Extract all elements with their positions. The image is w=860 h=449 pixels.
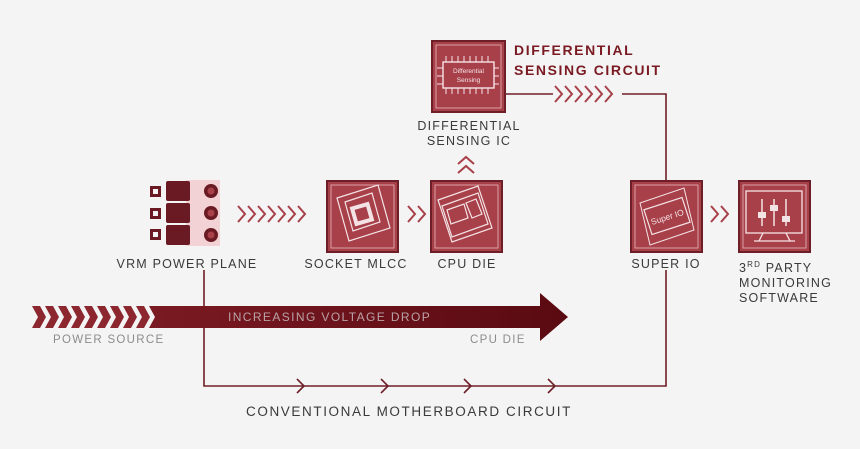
monitor-sliders-icon [738, 180, 811, 253]
socket-mlcc-label: SOCKET MLCC [304, 257, 408, 271]
socket-chip-icon [326, 180, 399, 253]
cpu-die-arrow-label: CPU DIE [470, 334, 526, 346]
super-io-chip-icon: Super IO [630, 180, 703, 253]
conventional-circuit-label: CONVENTIONAL MOTHERBOARD CIRCUIT [246, 404, 572, 419]
monitoring-label-prefix: 3 [739, 261, 748, 275]
cpu-to-diff-ic-chevrons [457, 155, 475, 174]
voltage-drop-arrow [32, 293, 568, 341]
diff-circuit-title-line2: SENSING CIRCUIT [514, 62, 662, 78]
diff-ic-label: DIFFERENTIAL SENSING IC [417, 119, 520, 149]
diff-ic-label-line2: SENSING IC [426, 134, 512, 148]
diff-ic-label-line1: DIFFERENTIAL [417, 119, 521, 133]
vrm-label: VRM POWER PLANE [116, 257, 258, 271]
monitoring-label: 3RD PARTY MONITORING SOFTWARE [739, 257, 832, 306]
conventional-circuit-chevrons [296, 378, 557, 394]
monitoring-label-line1: 3RD PARTY [739, 257, 832, 276]
cpu-die-icon [430, 180, 503, 253]
monitoring-label-line2: MONITORING [739, 276, 833, 290]
diff-circuit-title-line1: DIFFERENTIAL [514, 42, 635, 58]
differential-sensing-chip-icon: Differential Sensing [431, 40, 506, 113]
cpu-die-label: CPU DIE [437, 257, 497, 271]
diff-circuit-title: DIFFERENTIAL SENSING CIRCUIT [514, 40, 662, 80]
diff-chip-text-2: Sensing [457, 77, 481, 84]
superio-to-monitor-chevrons [710, 205, 730, 223]
monitoring-label-line3: SOFTWARE [739, 291, 819, 305]
vrm-to-socket-chevrons [237, 205, 307, 223]
monitoring-label-sup: RD [747, 260, 762, 269]
voltage-drop-label: INCREASING VOLTAGE DROP [228, 310, 432, 324]
diff-chip-text-1: Differential [453, 68, 485, 75]
monitoring-label-rest: PARTY [761, 261, 813, 275]
differential-circuit-chevrons [554, 85, 614, 103]
differential-circuit-line [506, 93, 667, 182]
super-io-label: SUPER IO [631, 257, 701, 271]
vrm-inductor-icon [150, 180, 220, 246]
socket-to-cpu-chevrons [407, 205, 427, 223]
power-source-label: POWER SOURCE [53, 334, 165, 346]
